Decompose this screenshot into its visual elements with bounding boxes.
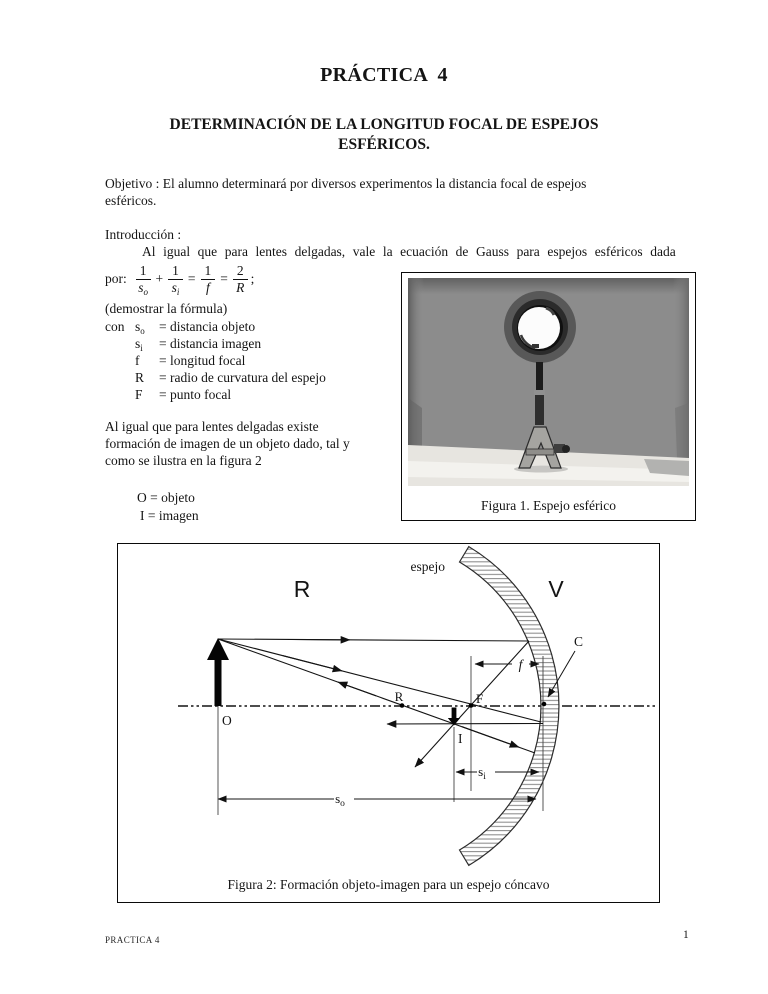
center-of-curvature-dot — [399, 703, 405, 708]
radius-point-label: R — [395, 689, 404, 704]
object-arrow — [207, 638, 229, 706]
figure1-box: Figura 1. Espejo esférico — [401, 272, 696, 521]
equals-sign-2: = — [220, 271, 228, 286]
footer-document-name: PRACTICA 4 — [105, 935, 160, 945]
page-title: PRÁCTICA 4 — [320, 64, 448, 86]
lens-analogy-paragraph: Al igual que para lentes delgadas existe… — [105, 419, 350, 468]
introduction-paragraph: Al igual que para lentes delgadas, vale … — [142, 244, 676, 259]
definition-row: si= distancia imagen — [135, 336, 262, 353]
introduction-heading: Introducción : — [105, 227, 182, 242]
definition-row: R= radio de curvatura del espejo — [135, 370, 326, 385]
object-image-legend: O = objeto I = imagen — [137, 490, 199, 523]
page-number: 1 — [683, 929, 689, 941]
mirror-on-stand — [504, 291, 576, 473]
equals-sign: = — [187, 271, 196, 286]
subtitle-line-2: ESFÉRICOS. — [338, 135, 430, 153]
subtitle-line-1: DETERMINACIÓN DE LA LONGITUD FOCAL DE ES… — [169, 116, 599, 133]
plus-sign: + — [155, 271, 164, 286]
definition-row: f= longitud focal — [135, 353, 246, 368]
c-pointer-arrow — [547, 650, 576, 698]
equation-semicolon: ; — [250, 271, 255, 286]
objective-paragraph: Objetivo : El alumno determinará por div… — [105, 176, 587, 208]
stand-rod — [536, 362, 543, 402]
incident-parallel-ray — [217, 638, 530, 642]
object-label: O — [222, 713, 232, 728]
figure2-box: espejo R V C f F R O I si so Figura 2: F… — [117, 543, 660, 903]
image-arrow — [447, 707, 461, 726]
virtual-region-label: V — [548, 576, 564, 602]
focal-point-label: F — [476, 691, 483, 706]
si-label: si — [478, 764, 486, 782]
photo-floor — [408, 445, 689, 486]
f-label: f — [519, 657, 525, 672]
equation-prefix: por: — [105, 271, 127, 286]
mirror-face — [518, 307, 560, 349]
reflected-parallel-ray — [386, 720, 544, 728]
focal-point-dot — [468, 703, 474, 708]
spherical-mirror-photo — [408, 278, 689, 486]
definition-row: F= punto focal — [135, 387, 232, 402]
image-label: I — [458, 731, 463, 746]
so-label: so — [335, 791, 345, 809]
incident-ray-through-focus — [217, 638, 542, 723]
stand-base — [518, 426, 562, 469]
c-label: C — [574, 634, 583, 649]
demostrar-note: (demostrar la fórmula) — [105, 301, 228, 316]
real-region-label: R — [294, 576, 311, 602]
ray-diagram: espejo R V C f F R O I si so — [178, 545, 657, 867]
figure2-caption: Figura 2: Formación objeto-imagen para u… — [227, 877, 550, 892]
document-subtitle: DETERMINACIÓN DE LA LONGITUD FOCAL DE ES… — [0, 115, 768, 154]
figure1-caption: Figura 1. Espejo esférico — [481, 498, 616, 513]
mirror-label: espejo — [411, 559, 446, 574]
vertex-dot — [541, 701, 547, 707]
light-rays — [217, 635, 544, 768]
